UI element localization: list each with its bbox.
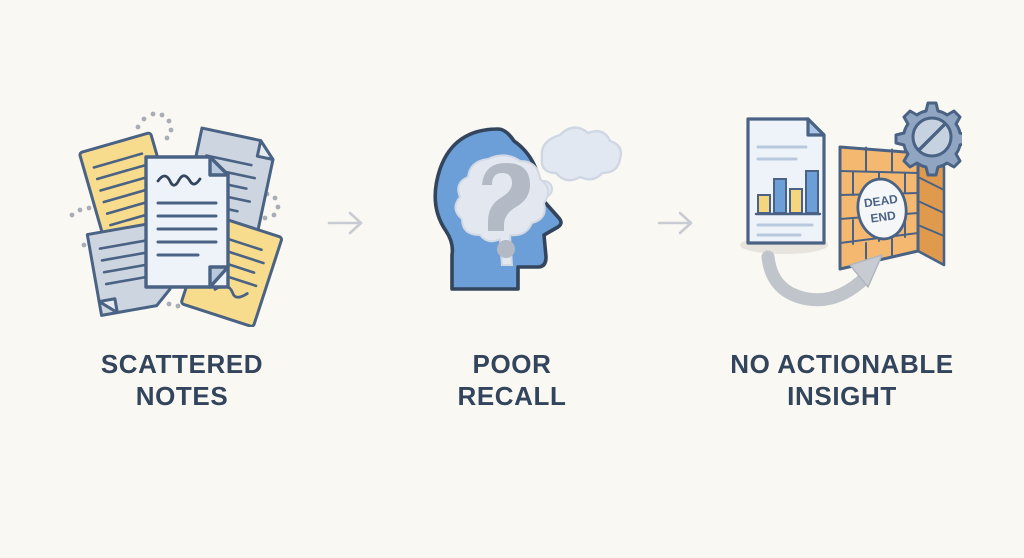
stage-poor-recall: POOR RECALL xyxy=(377,79,647,479)
arrow-right-icon xyxy=(327,211,363,235)
dead-end-line-2: END xyxy=(870,208,897,225)
brick-wall: DEAD END xyxy=(838,145,946,271)
scattered-papers-icon xyxy=(62,97,302,327)
stage-caption-poor-recall: POOR RECALL xyxy=(457,349,566,412)
connector-arrow-1 xyxy=(317,79,377,479)
thought-bubble-icon xyxy=(540,126,623,182)
head-question-mark-icon xyxy=(392,97,632,327)
chart-brick-wall-icon: DEAD END xyxy=(722,97,962,327)
arrow-right-icon xyxy=(657,211,693,235)
dead-end-line-1: DEAD xyxy=(863,192,899,211)
stage-scattered-notes: SCATTERED NOTES xyxy=(47,79,317,479)
caption-line-1: POOR xyxy=(472,349,552,379)
curved-arrow-icon xyxy=(761,250,883,307)
dotted-swirl-top-icon xyxy=(135,111,174,141)
signature-squiggle-icon xyxy=(156,174,202,187)
stage-caption-scattered-notes: SCATTERED NOTES xyxy=(101,349,263,412)
bar-chart xyxy=(754,170,822,216)
caption-line-2: RECALL xyxy=(457,380,567,411)
stage-no-actionable-insight: DEAD END NO ACTIONABLE xyxy=(707,79,977,479)
gear-prohibited-icon xyxy=(894,101,962,177)
caption-line-2: NOTES xyxy=(135,380,229,411)
stage-caption-no-actionable-insight: NO ACTIONABLE INSIGHT xyxy=(730,349,954,412)
question-mark-icon xyxy=(482,163,530,258)
connector-arrow-2 xyxy=(647,79,707,479)
caption-line-1: NO ACTIONABLE xyxy=(730,349,954,379)
central-document xyxy=(144,155,230,289)
caption-line-1: SCATTERED xyxy=(100,349,264,379)
caption-line-2: INSIGHT xyxy=(787,380,897,411)
report-document xyxy=(746,117,826,245)
dead-end-sign: DEAD END xyxy=(856,177,908,241)
